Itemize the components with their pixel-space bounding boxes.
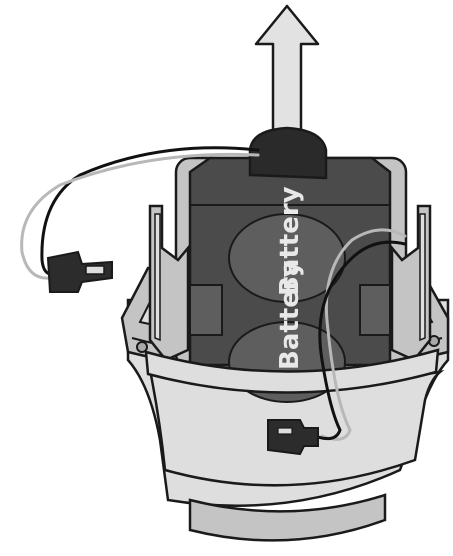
up-arrow-icon: [256, 6, 318, 140]
connector-icon: [48, 252, 112, 292]
screw-hole: [137, 342, 147, 352]
pull-tab: [250, 128, 326, 178]
battery-label-bottom: Battery: [275, 260, 305, 370]
